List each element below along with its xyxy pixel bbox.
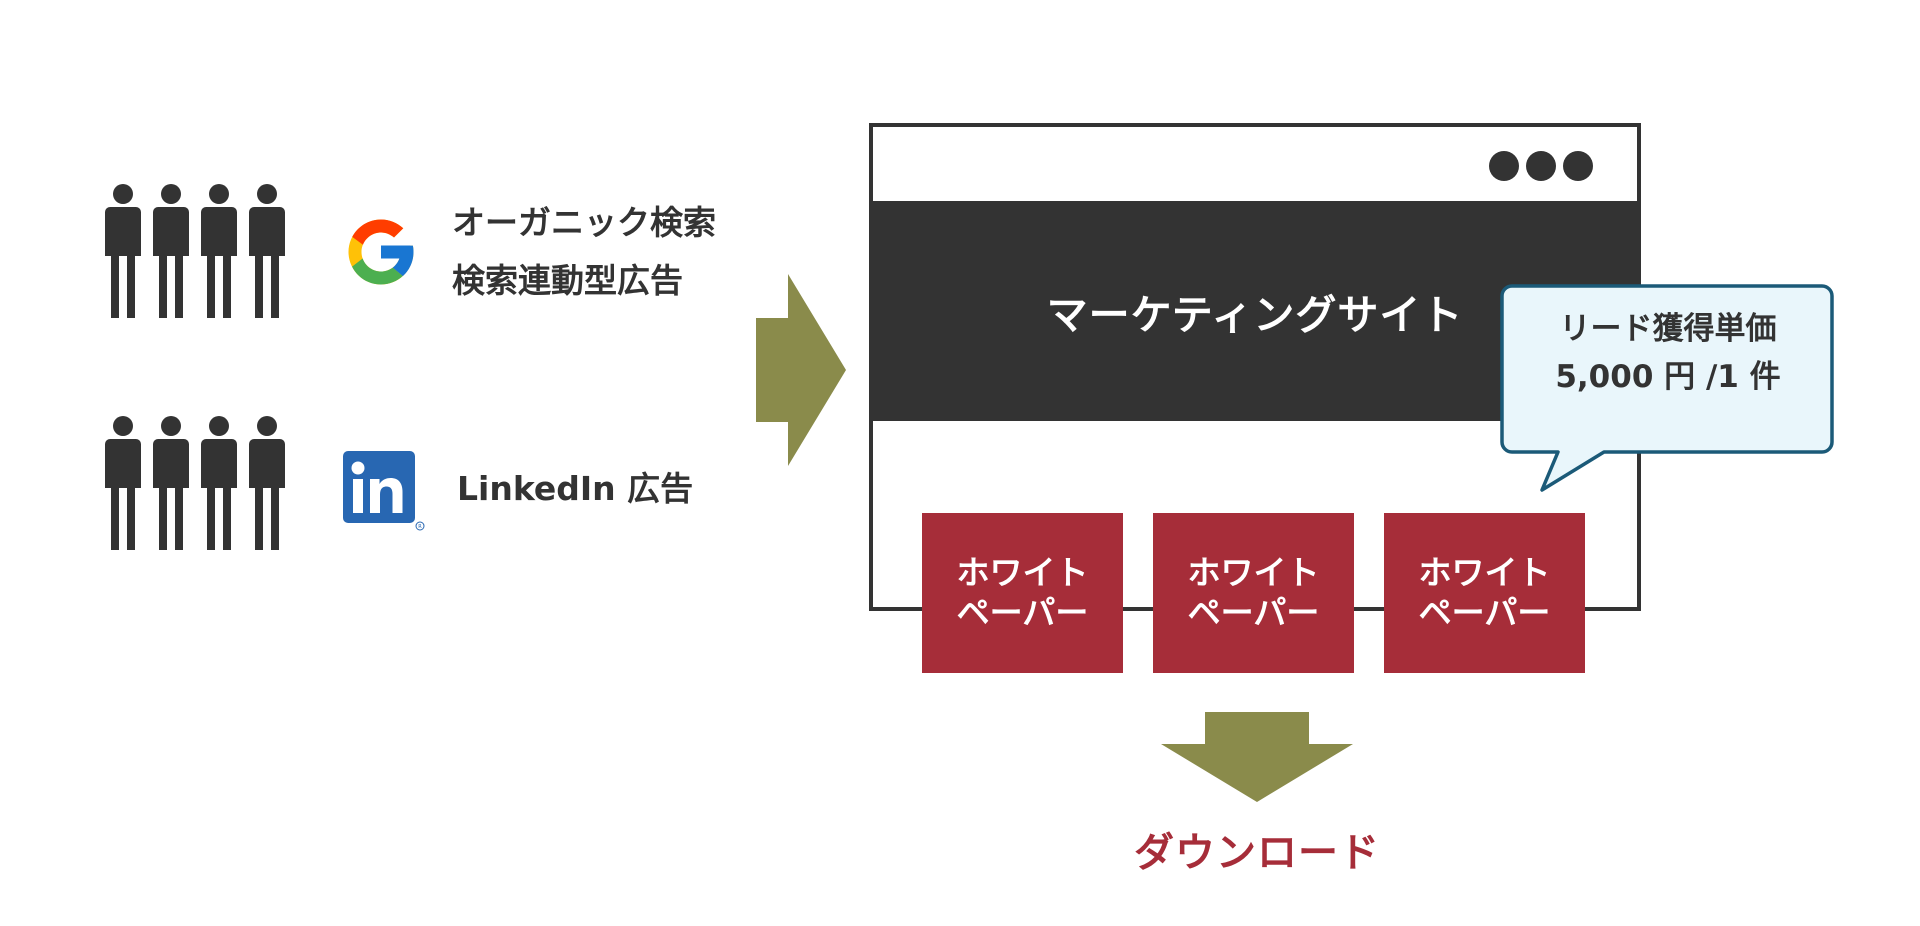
window-dot-icon: [1489, 151, 1519, 181]
whitepaper-card: ホワイト ペーパー: [1384, 513, 1585, 673]
whitepaper-line: ペーパー: [1418, 593, 1551, 632]
whitepaper-line: ホワイト: [1418, 553, 1551, 592]
lead-cost-label: リード獲得単価: [1559, 311, 1777, 347]
source-line: オーガニック検索: [452, 203, 716, 242]
source-line: LinkedIn 広告: [457, 469, 694, 508]
source-organic-label: オーガニック検索 検索連動型広告: [452, 194, 716, 310]
svg-text:R: R: [418, 524, 422, 530]
flow-arrow-right-icon: [756, 274, 846, 466]
whitepaper-line: ペーパー: [956, 593, 1089, 632]
google-g-icon: [342, 213, 420, 291]
whitepaper-line: ホワイト: [1187, 553, 1320, 592]
speech-bubble-shape: [1500, 284, 1834, 492]
people-group-icon: [100, 415, 292, 555]
site-title: マーケティングサイト: [1046, 291, 1464, 339]
window-dot-icon: [1526, 151, 1556, 181]
window-dot-icon: [1563, 151, 1593, 181]
people-group-icon: [100, 183, 292, 323]
download-label: ダウンロード: [1134, 830, 1380, 876]
source-line: 検索連動型広告: [452, 261, 683, 300]
lead-cost-value: 5,000 円 /1 件: [1555, 359, 1781, 395]
whitepaper-card: ホワイト ペーパー: [922, 513, 1123, 673]
flow-arrow-down-icon: [1161, 712, 1353, 802]
source-linkedin-label: LinkedIn 広告: [457, 460, 693, 518]
whitepaper-line: ペーパー: [1187, 593, 1320, 632]
linkedin-in-icon: R: [343, 451, 425, 531]
window-controls: [1489, 151, 1593, 181]
whitepaper-card: ホワイト ペーパー: [1153, 513, 1354, 673]
whitepaper-line: ホワイト: [956, 553, 1089, 592]
cost-speech-bubble: リード獲得単価 5,000 円 /1 件: [1500, 283, 1836, 495]
bubble-text: リード獲得単価 5,000 円 /1 件: [1500, 305, 1836, 401]
